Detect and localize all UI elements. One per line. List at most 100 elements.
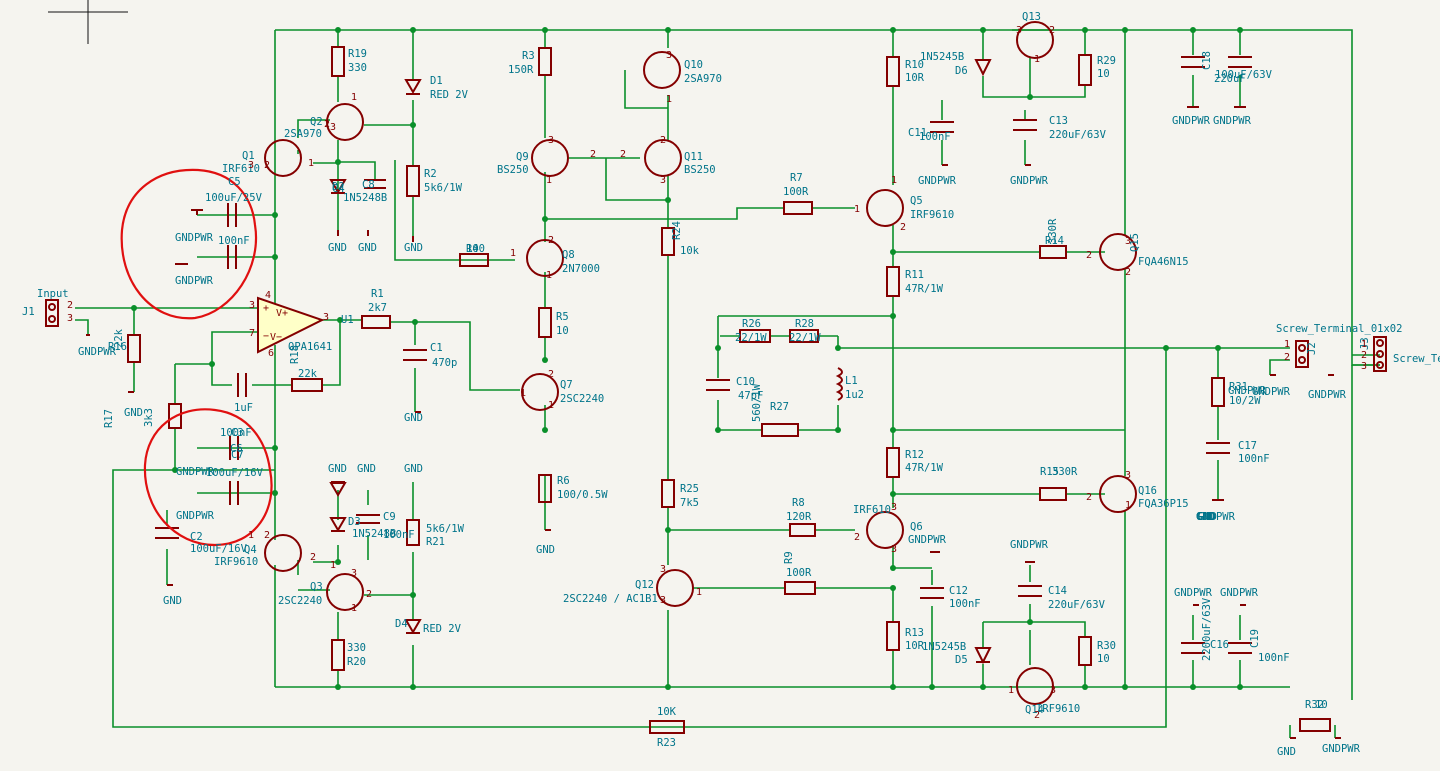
pin-number: 3 [1016, 25, 1022, 36]
component-label: R14 [1045, 235, 1064, 247]
component-label: 220uF [1214, 73, 1246, 85]
pin-number: 2 [590, 149, 596, 160]
pin-number: 2 [1284, 352, 1290, 363]
pin-number: 2 [620, 149, 626, 160]
component-label: 1N5248B [352, 528, 396, 540]
component-label: Q7 [560, 379, 573, 391]
component-label: R20 [347, 656, 366, 668]
pin-number: 3 [323, 312, 329, 323]
component-label: C19 [1249, 629, 1261, 648]
opamp-vpos: V+ [276, 308, 288, 319]
pin-number: 3 [67, 313, 73, 324]
component-label: 2N7000 [562, 263, 600, 275]
component-label: Q9 [516, 151, 529, 163]
component-label: R6 [557, 475, 570, 487]
component-label: D3 [348, 516, 361, 528]
component-label: R15 [1040, 466, 1059, 478]
pin-number: 2 [548, 235, 554, 246]
component-label: 2SA970 [284, 128, 322, 140]
pin-number: 2 [310, 552, 316, 563]
component-label: R29 [1097, 55, 1116, 67]
component-label: 330R [1047, 218, 1059, 244]
component-label: D2 [332, 181, 345, 193]
component-label: R30 [1097, 640, 1116, 652]
component-label: 10/2W [1229, 395, 1261, 407]
component-label: Q13 [1022, 11, 1041, 23]
component-label: 100uF/16V [206, 467, 264, 479]
component-label: RED 2V [430, 89, 469, 101]
component-label: C17 [1238, 440, 1257, 452]
pin-number: 7 [249, 328, 255, 339]
component-label: J3 [1359, 337, 1371, 350]
component-label: Q8 [562, 249, 575, 261]
pin-number: 2 [1034, 710, 1040, 721]
component-label: Q11 [684, 151, 703, 163]
power-label: GND [404, 463, 423, 475]
pin-number: 2 [1049, 25, 1055, 36]
power-label: GNDPWR [1174, 587, 1213, 599]
component-label: Screw_Terminal_01x02 [1276, 323, 1402, 335]
component-label: C3 [231, 427, 244, 439]
pin-number: 1 [666, 94, 672, 105]
component-label: 100R [786, 567, 812, 579]
pin-number: 1 [696, 587, 702, 598]
pin-number: 1 [510, 248, 516, 259]
component-label: 2SA970 [684, 73, 722, 85]
component-label: 100nF [1238, 453, 1270, 465]
component-label: RED 2V [423, 623, 462, 635]
pin-number: 2 [1125, 267, 1131, 278]
pin-number: 6 [268, 348, 274, 359]
component-label: IRF9610 [1036, 703, 1080, 715]
component-label: 100nF [220, 427, 252, 439]
pin-number: 1 [351, 92, 357, 103]
component-label: 100/0.5W [557, 489, 608, 501]
component-label: 330 [348, 62, 367, 74]
component-label: C8 [362, 179, 375, 191]
pin-number: 2 [900, 222, 906, 233]
component-label: R16 [108, 341, 127, 353]
component-label: D5 [955, 654, 968, 666]
pin-number: 3 [891, 502, 897, 513]
opamp-plus-sign: + [263, 303, 269, 314]
power-label: GNDPWR [1308, 389, 1347, 401]
component-label: Q1 [242, 150, 255, 162]
power-label: GNDPWR [1213, 115, 1252, 127]
component-label: 10 [1097, 68, 1110, 80]
component-label: C10 [736, 376, 755, 388]
component-label: D6 [955, 65, 968, 77]
component-label: 2SC2240 / AC1B1 [563, 593, 658, 605]
component-label: R32 [1305, 699, 1324, 711]
component-label: 100R [783, 186, 809, 198]
component-label: R4 [466, 243, 479, 255]
component-label: 100nF [218, 235, 250, 247]
pin-number: 1 [520, 388, 526, 399]
power-label: GND [357, 463, 376, 475]
component-label: R1 [371, 288, 384, 300]
component-label: 5k6/1W [424, 182, 463, 194]
component-label: 10 [556, 325, 569, 337]
component-label: FQA36P15 [1138, 498, 1189, 510]
component-label: R26 [742, 318, 761, 330]
power-label: GND [328, 463, 347, 475]
component-label: R25 [680, 483, 699, 495]
component-label: 3k3 [143, 408, 155, 427]
component-label: 10 [1097, 653, 1110, 665]
component-label: C2 [190, 531, 203, 543]
component-label: 220uF/63V [1048, 599, 1106, 611]
power-label: GNDPWR [1197, 511, 1236, 523]
component-label: R31 [1229, 381, 1248, 393]
pin-number: 1 [351, 603, 357, 614]
component-label: Q14 [1025, 704, 1044, 716]
component-label: 150R [508, 64, 534, 76]
component-label: 2200uF/63V [1201, 597, 1213, 661]
pin-number: 2 [366, 589, 372, 600]
pin-number: 3 [666, 50, 672, 61]
component-label: 7k5 [680, 497, 699, 509]
component-label: 560/1W [751, 383, 763, 422]
component-label: R28 [795, 318, 814, 330]
component-label: 1N5245B [922, 641, 966, 653]
component-label: Q12 [635, 579, 654, 591]
pin-number: 3 [660, 564, 666, 575]
pin-number: 2 [264, 160, 270, 171]
